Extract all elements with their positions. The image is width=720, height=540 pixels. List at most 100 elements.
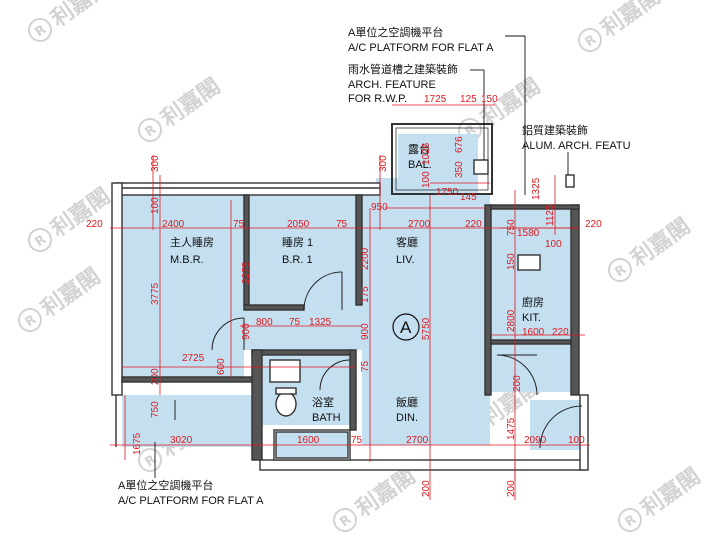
dim-676: 676 [454, 136, 465, 153]
dim-200-kit: 200 [512, 375, 523, 392]
dim-3775: 3775 [150, 282, 161, 305]
room-din-en: DIN. [396, 412, 418, 424]
dim-750-bottom: 750 [150, 401, 161, 418]
south-wall [259, 459, 586, 471]
mbr-br1-wall [243, 194, 250, 306]
dim-2275: 2275 [241, 261, 252, 284]
dim-220-left: 220 [86, 219, 103, 230]
entry-east-wall [579, 394, 589, 471]
dim-600: 600 [216, 358, 227, 375]
room-labels: 主人睡房 M.B.R. 睡房 1 B.R. 1 客廳 LIV. 廚房 KIT. … [170, 142, 544, 424]
kit-door-arc [496, 354, 538, 396]
watermark-text: 利嘉閣 [597, 0, 665, 42]
bath-door-arc [319, 359, 351, 391]
dim-100-bal: 100 [421, 171, 432, 188]
dim-175: 175 [360, 286, 371, 303]
dim-900-right: 900 [360, 323, 371, 340]
dimension-texts: 1725 125 150 300 300 100 1026 676 350 10… [86, 94, 602, 497]
watermark-logo-icon [578, 28, 602, 52]
room-bath-en: BATH [312, 412, 341, 424]
dim-2800: 2800 [506, 309, 517, 332]
dim-300-left: 300 [150, 155, 161, 172]
kit-top-fill [491, 207, 571, 240]
callout-arch-cn: 雨水管道槽之建築裝飾 [348, 62, 458, 76]
dim-2050: 2050 [287, 219, 310, 230]
watermark-logo-icon [333, 508, 357, 532]
br1-door-arc [303, 271, 343, 311]
room-liv-cn: 客廳 [396, 235, 418, 249]
dim-100-bottom: 100 [568, 435, 585, 446]
dim-5750: 5750 [421, 317, 432, 340]
ac-platform-bottom-fill [122, 395, 262, 447]
balcony-inner [395, 127, 489, 191]
dim-75-c: 75 [289, 317, 301, 328]
watermark-text: 利嘉閣 [47, 0, 115, 32]
liv-din-fill [362, 195, 490, 445]
room-bal-en: BAL. [408, 159, 432, 171]
room-mbr-cn: 主人睡房 [170, 236, 214, 249]
dimension-lines [110, 104, 590, 500]
flat-label-circle [392, 313, 420, 341]
br1-fill [249, 195, 362, 305]
mbr-south-wall [121, 376, 253, 383]
watermark-logo-icon [138, 448, 162, 472]
dim-1600-bath: 1600 [297, 435, 320, 446]
dim-75-a: 75 [233, 219, 245, 230]
dim-1580: 1580 [517, 228, 540, 239]
basin [269, 359, 301, 383]
br1-liv-wall [355, 194, 363, 306]
dim-900-left: 900 [241, 323, 252, 340]
watermark-text: 利嘉閣 [637, 464, 705, 522]
callout-ac-bottom-cn: A單位之空調機平台 [118, 478, 213, 492]
watermark-text: 利嘉閣 [157, 74, 225, 132]
room-bal-cn: 露台 [408, 142, 430, 156]
watermark-logo-icon [18, 308, 42, 332]
corridor-fill [300, 305, 362, 350]
watermark-text: 利嘉閣 [37, 264, 105, 322]
watermark-logo-icon [28, 228, 52, 252]
dim-2700-top: 2700 [408, 219, 431, 230]
dim-1600-kit: 1600 [522, 327, 545, 338]
dim-200-bottom-a: 200 [421, 480, 432, 497]
room-liv-en: LIV. [396, 254, 415, 266]
dim-75-e: 75 [351, 435, 363, 446]
dim-800: 800 [256, 317, 273, 328]
dim-200-bottom-b: 200 [506, 480, 517, 497]
west-wall [111, 182, 123, 396]
dim-1725: 1725 [424, 94, 447, 105]
mbr-fill [122, 195, 244, 377]
dim-1750: 1750 [436, 187, 459, 198]
dim-2090: 2090 [524, 435, 547, 446]
room-br1-cn: 睡房 1 [282, 236, 313, 249]
callout-arch-en2: FOR R.W.P. [348, 93, 407, 105]
hall-fill [226, 305, 300, 350]
room-kit-en: KIT. [522, 312, 541, 324]
dim-1475: 1475 [506, 417, 517, 440]
dim-950: 950 [371, 202, 388, 213]
watermark-logo-icon [618, 508, 642, 532]
room-kit-cn: 廚房 [522, 295, 544, 309]
alum-feature-box [565, 174, 575, 188]
dim-2700-bottom: 2700 [406, 435, 429, 446]
callout-arch-en1: ARCH. FEATURE [348, 79, 436, 91]
dim-1675: 1675 [132, 432, 143, 455]
room-din-cn: 飯廳 [396, 395, 418, 409]
dim-1325: 1325 [309, 317, 332, 328]
dim-145: 145 [460, 192, 477, 203]
watermark-text: 利嘉閣 [352, 464, 420, 522]
br1-south-wall [243, 304, 305, 311]
watermark-logo-icon [138, 118, 162, 142]
callout-ac-bottom-en: A/C PLATFORM FOR FLAT A [118, 495, 264, 507]
entry-door-arc [539, 405, 583, 449]
kitchen-sink [517, 254, 541, 271]
dim-2200: 2200 [360, 247, 371, 270]
callout-ac-top-en: A/C PLATFORM FOR FLAT A [348, 42, 494, 54]
toilet-tank [275, 387, 297, 395]
entry-fill [530, 400, 585, 450]
kit-north-wall [490, 204, 580, 210]
dim-220-kit: 220 [552, 327, 569, 338]
dim-1125: 1125 [545, 204, 556, 226]
room-fills [122, 134, 585, 450]
